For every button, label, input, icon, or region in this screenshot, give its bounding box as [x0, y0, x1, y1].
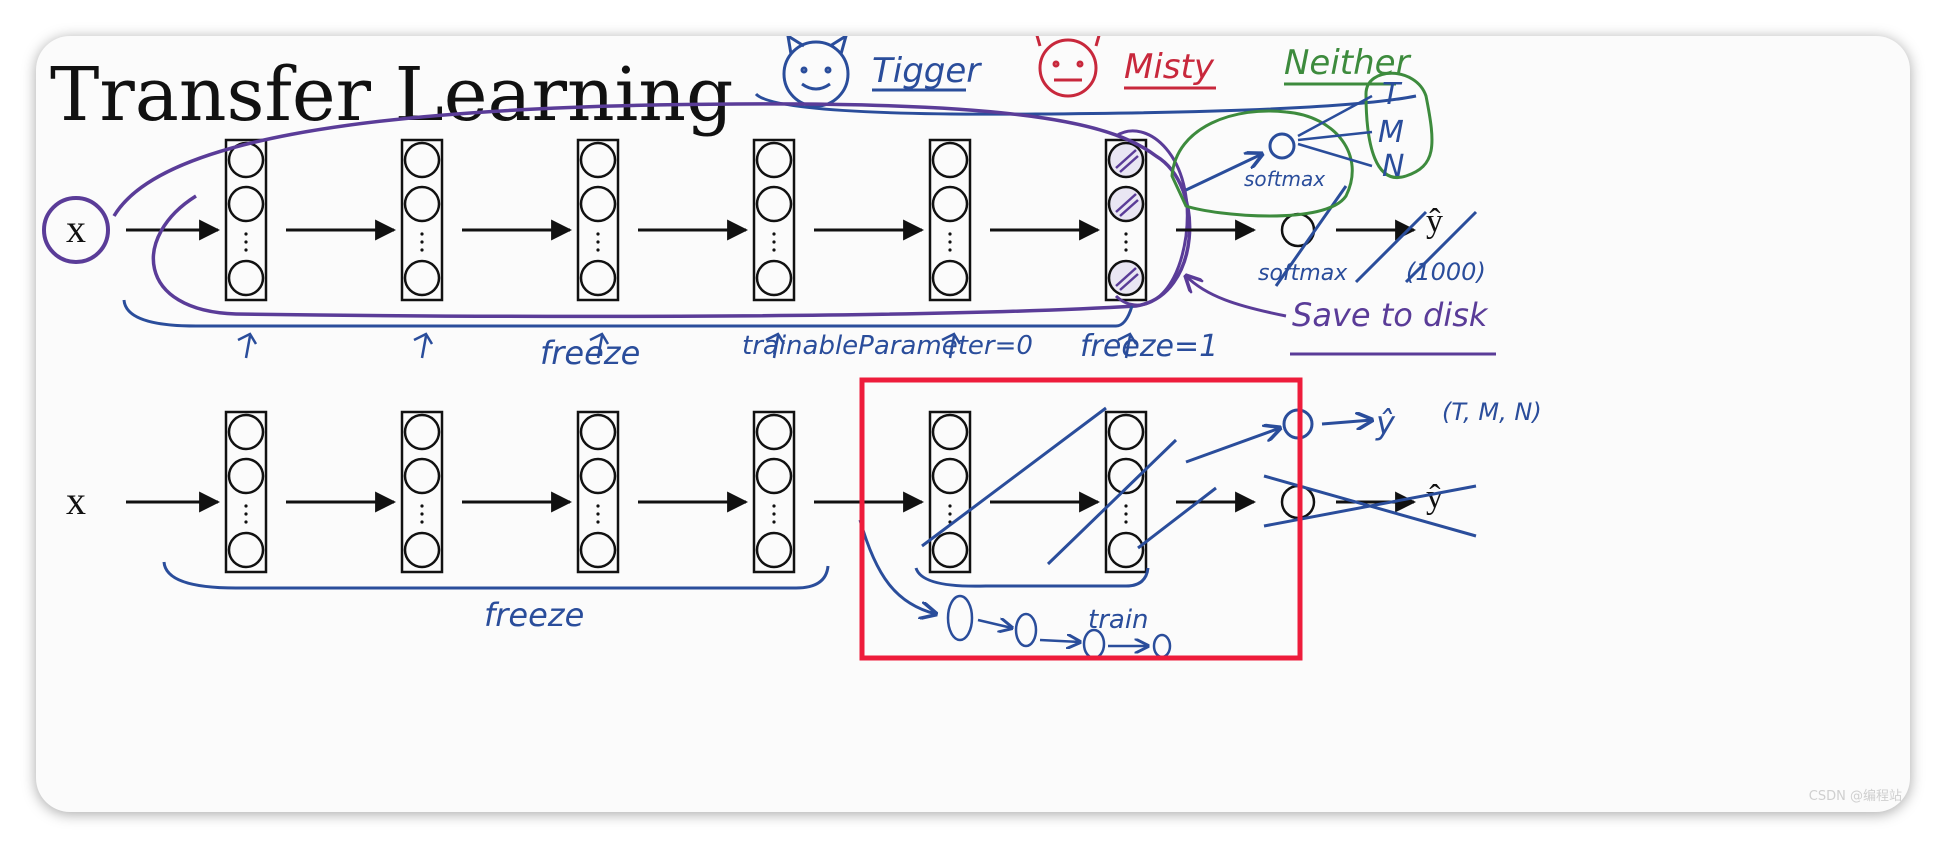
- input-circle-highlight: [42, 196, 110, 264]
- top-input-label: x: [66, 206, 86, 251]
- top-layer: [1104, 138, 1148, 302]
- top-freeze-label: freeze: [540, 334, 640, 372]
- output-class-n: N: [1382, 149, 1404, 184]
- top-output-yhat: ŷ: [1426, 203, 1443, 240]
- bottom-layer: [1104, 410, 1148, 574]
- neuron: [931, 259, 969, 297]
- bottom-input-label: x: [66, 478, 86, 523]
- neuron: [931, 141, 969, 179]
- retrain-highlight-box: [859, 377, 1303, 661]
- neuron: [227, 531, 265, 569]
- old-softmax-unit: [1280, 212, 1316, 248]
- neuron: [931, 457, 969, 495]
- trainable-parameter-label: trainableParameter=0: [742, 331, 1033, 361]
- neuron: [579, 185, 617, 223]
- watermark: CSDN @编程站: [1808, 789, 1902, 804]
- neuron: [1107, 413, 1145, 451]
- neuron: [755, 413, 793, 451]
- neuron: [755, 185, 793, 223]
- legend-tigger: Tigger: [872, 51, 982, 91]
- bottom-network: x ŷ ŷ (T, M, N) freeze train: [66, 398, 1542, 660]
- neuron: [931, 185, 969, 223]
- bottom-output-yhat: ŷ: [1426, 479, 1443, 516]
- bottom-layer: [576, 410, 620, 574]
- legend-misty: Misty: [1124, 47, 1215, 87]
- bottom-new-output-classes: (T, M, N): [1442, 398, 1542, 426]
- freeze-eq-label: freeze=1: [1080, 329, 1218, 364]
- neuron: [755, 141, 793, 179]
- bottom-layers: [126, 410, 1148, 574]
- neuron: [403, 531, 441, 569]
- bottom-layer: [400, 410, 444, 574]
- top-layers: [126, 138, 1148, 359]
- top-network: x ŷ softmax (1000) softmax T M N Save to…: [42, 71, 1496, 372]
- neuron: [755, 531, 793, 569]
- new-output-classes: T M N: [1378, 77, 1404, 184]
- bottom-layer: [752, 410, 796, 574]
- top-layer: [576, 138, 620, 302]
- bottom-freeze-label: freeze: [484, 596, 584, 634]
- legend: Tigger Misty Neither: [754, 36, 1417, 116]
- bottom-new-output-yhat: ŷ: [1375, 404, 1396, 442]
- neuron: [579, 457, 617, 495]
- old-softmax-label: softmax: [1258, 261, 1348, 286]
- new-softmax-unit: [1268, 132, 1296, 160]
- slide-card: Transfer Learning Tigger Misty Neither x: [36, 36, 1910, 812]
- misty-cat-icon: [1035, 36, 1101, 98]
- neuron: [579, 141, 617, 179]
- neuron: [227, 185, 265, 223]
- tigger-cat-icon: [782, 36, 850, 108]
- neuron: [931, 531, 969, 569]
- neuron: [403, 457, 441, 495]
- neuron: [755, 259, 793, 297]
- neuron: [403, 259, 441, 297]
- output-class-m: M: [1378, 115, 1404, 150]
- neuron: [227, 413, 265, 451]
- output-class-t: T: [1382, 77, 1403, 112]
- neuron: [579, 413, 617, 451]
- neuron: [1107, 457, 1145, 495]
- neuron: [1107, 531, 1145, 569]
- purple-network-loop: [112, 102, 1192, 319]
- neuron: [403, 413, 441, 451]
- neuron: [227, 457, 265, 495]
- new-softmax-label: softmax: [1244, 167, 1325, 191]
- bottom-layer: [928, 410, 972, 574]
- green-softmax-region: [1170, 109, 1354, 218]
- neuron: [227, 259, 265, 297]
- neuron: [579, 259, 617, 297]
- legend-neither: Neither: [1284, 43, 1412, 83]
- top-layer: [224, 138, 268, 302]
- page-title: Transfer Learning: [50, 52, 733, 138]
- neuron: [755, 457, 793, 495]
- transfer-learning-diagram: Transfer Learning Tigger Misty Neither x: [42, 36, 1542, 661]
- neuron: [931, 413, 969, 451]
- top-layer: [752, 138, 796, 302]
- bottom-layer: [224, 410, 268, 574]
- top-layer: [400, 138, 444, 302]
- neuron: [403, 185, 441, 223]
- save-to-disk-label: Save to disk: [1292, 296, 1489, 334]
- neuron: [579, 531, 617, 569]
- top-layer: [928, 138, 972, 302]
- old-output-count: (1000): [1406, 258, 1486, 286]
- neuron: [403, 141, 441, 179]
- legend-underline-bracket: [754, 92, 1417, 116]
